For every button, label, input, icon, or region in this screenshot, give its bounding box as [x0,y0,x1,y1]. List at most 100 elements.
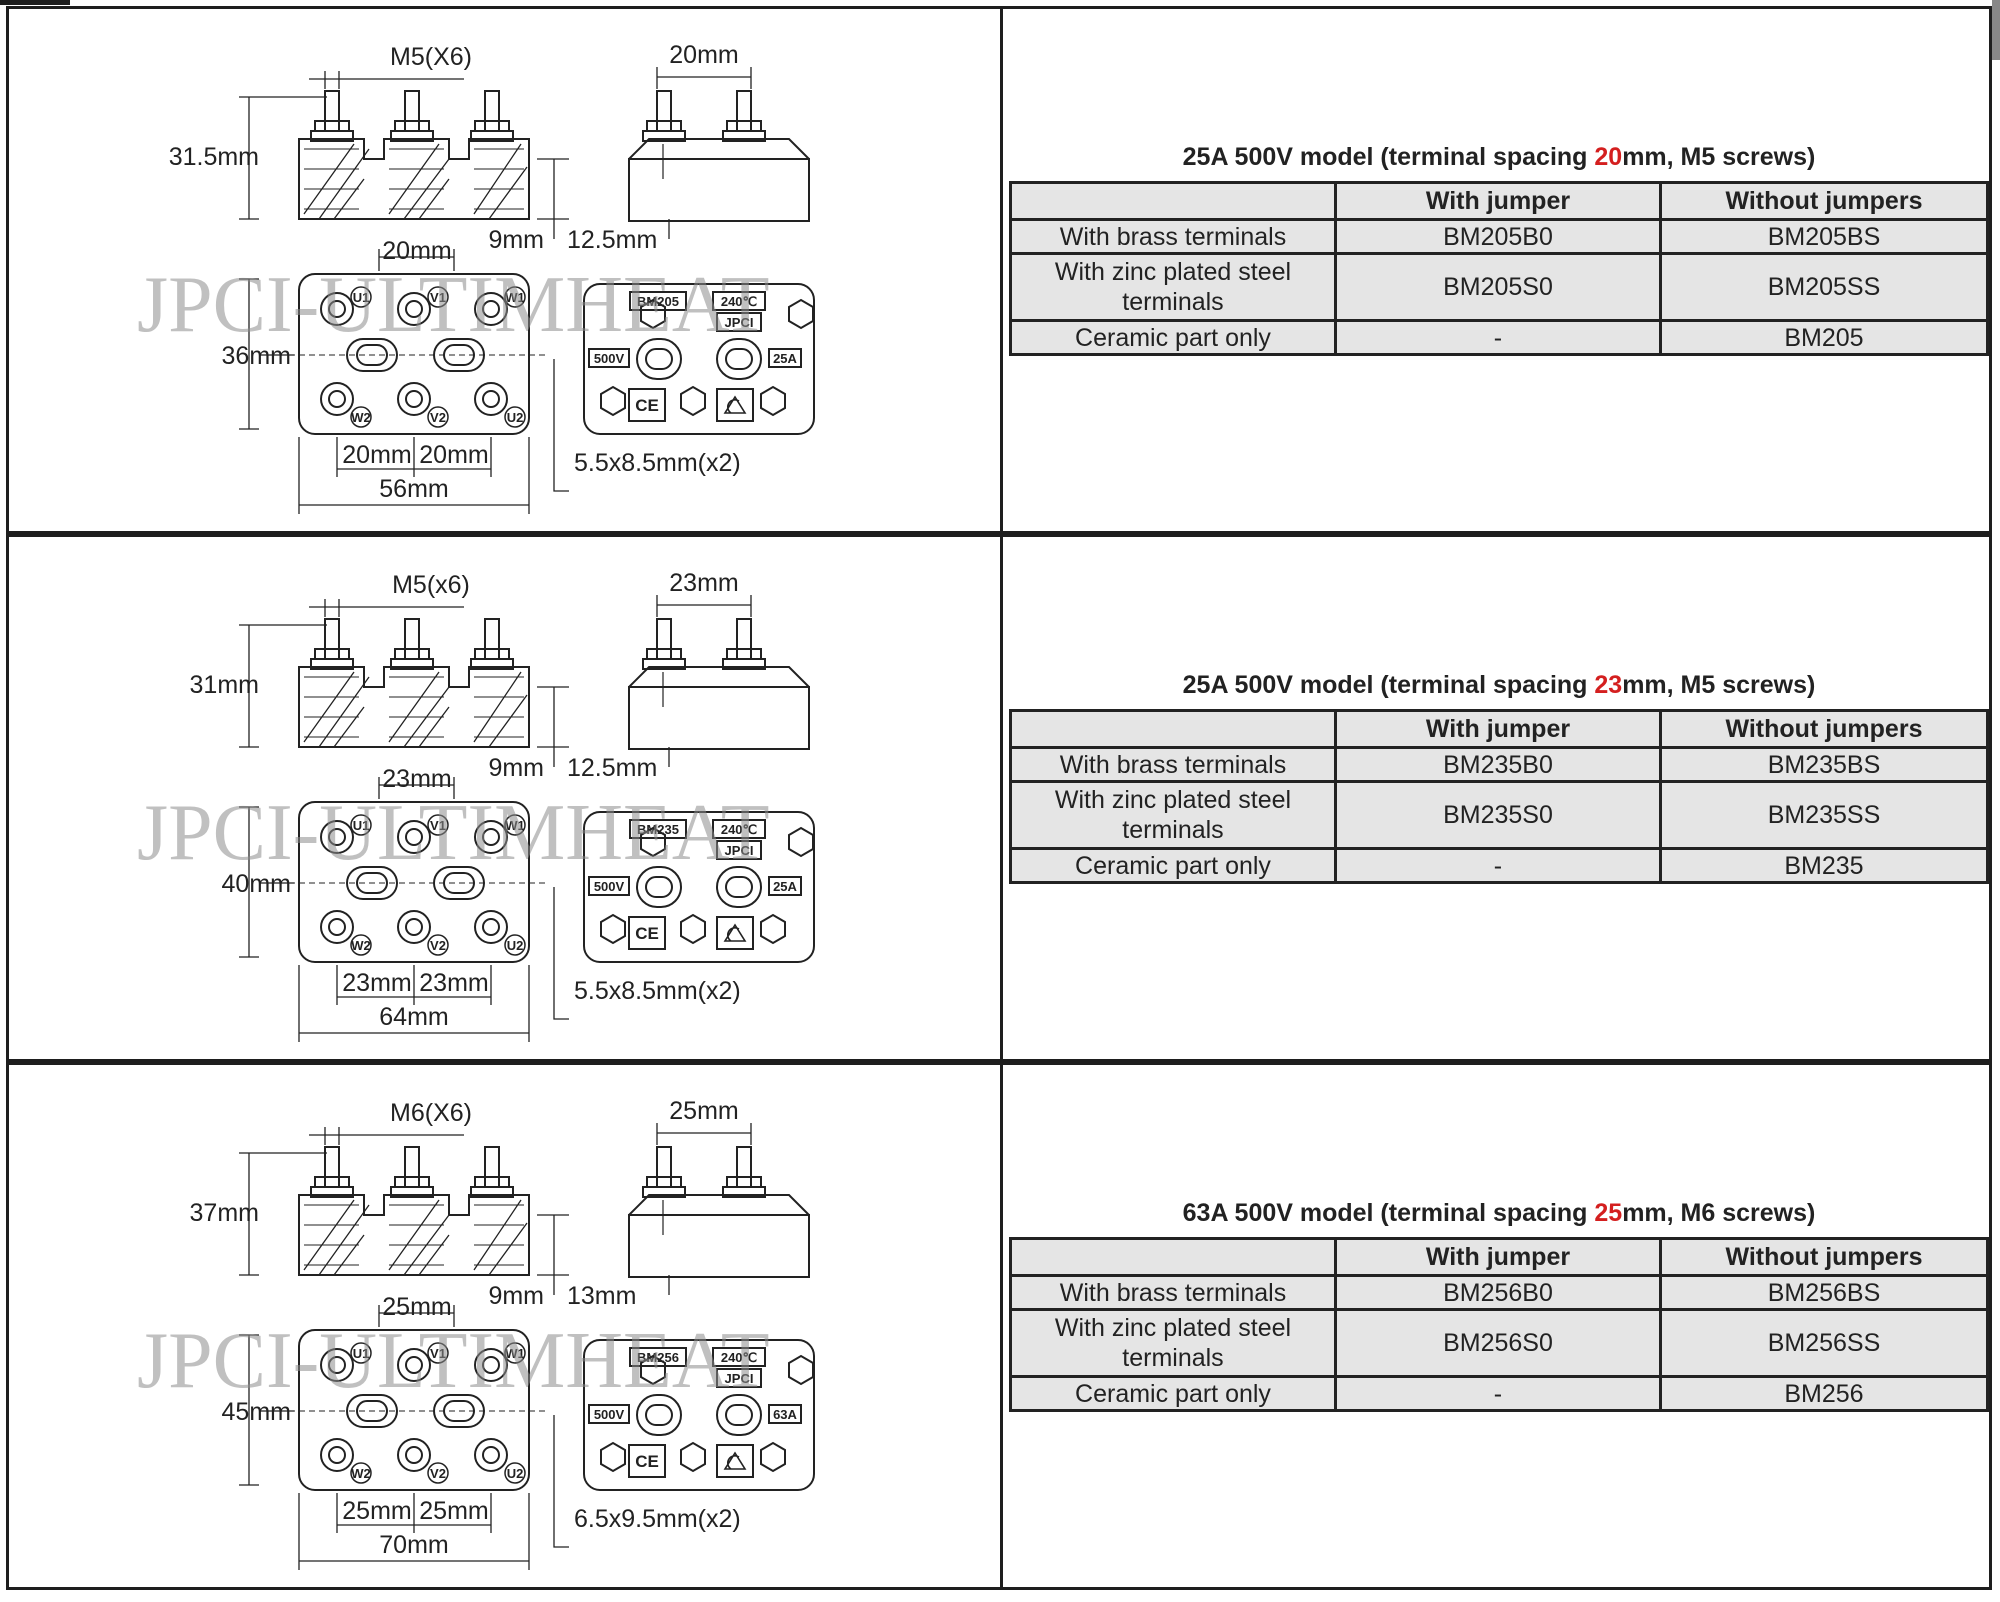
table-cell: With brass terminals [1009,746,1337,783]
table-cell: With zinc plated steel terminals [1009,252,1337,322]
dimension-drawing: U1 V1 W1 W2 V2 U2 BM235 [9,537,1003,1059]
right-side-view [628,618,810,750]
table-cell: BM235 [1658,847,1990,884]
certification-icon [723,923,747,942]
table-header-cell: Without jumpers [1658,709,1990,749]
dimension-lines [239,1123,752,1570]
current-mark: 25A [773,351,797,366]
temperature-mark: 240℃ [721,1350,757,1365]
table-cell: With zinc plated steel terminals [1009,780,1337,850]
right-edge-mark [1992,0,2000,60]
spec-title-spacing: 20 [1594,143,1623,171]
table-cell: BM256 [1658,1375,1990,1412]
product-row: U1 V1 W1 W2 V2 U2 BM205 [6,6,1992,534]
model-mark: BM235 [637,822,679,837]
pin-label: V1 [430,1346,446,1361]
pin-label: U1 [353,818,370,833]
width-label: 40mm [222,870,291,898]
dimension-drawing: U1 V1 W1 W2 V2 U2 BM205 [9,9,1003,531]
table-header-row: With jumper Without jumpers [1009,181,1990,221]
pitch-top-label: 25mm [382,1293,451,1321]
table-cell: Ceramic part only [1009,319,1337,356]
marking-face-view [583,283,815,435]
side-spacing-label: 25mm [669,1097,738,1125]
pin-label: U1 [353,1346,370,1361]
height-label: 31.5mm [169,143,259,171]
front-side-view [298,1146,530,1276]
pin-label: V2 [430,938,446,953]
table-header-cell: With jumper [1333,181,1662,221]
screw-size-label: M5(X6) [390,43,472,71]
table-cell: Ceramic part only [1009,1375,1337,1412]
pitch-left-label: 25mm [342,1497,411,1525]
table-cell: BM205SS [1658,252,1990,322]
product-row: U1 V1 W1 W2 V2 U2 BM256 [6,1062,1992,1590]
table-cell: - [1333,1375,1662,1412]
pin-label: W1 [505,290,525,305]
table-header-row: With jumper Without jumpers [1009,1237,1990,1277]
certification-icon [723,395,747,414]
dimension-labels: M6(X6) 25mm 37mm 9mm 13mm 25mm 45mm 25mm… [190,1097,741,1559]
table-cell: BM256BS [1658,1274,1990,1311]
table-row: With brass terminals BM256B0 BM256BS [1009,1274,1990,1311]
pin-labels: U1 V1 W1 W2 V2 U2 [350,1342,526,1484]
pin-label: V1 [430,290,446,305]
table-cell: - [1333,319,1662,356]
pitch-left-label: 20mm [342,441,411,469]
product-row: U1 V1 W1 W2 V2 U2 BM235 [6,534,1992,1062]
ce-mark: CE [635,1452,659,1471]
table-header-cell: Without jumpers [1658,1237,1990,1277]
spec-title-spacing: 25 [1594,1199,1623,1227]
spec-title: 25A 500V model (terminal spacing 23mm, M… [1009,671,1989,700]
watermark: JPCI-ULTIMHEAT [137,1317,770,1405]
table-cell: With brass terminals [1009,1274,1337,1311]
spec-title-suffix: mm, M6 screws) [1622,1199,1816,1227]
pin-label: W1 [505,818,525,833]
total-length-label: 64mm [379,1003,448,1031]
width-label: 36mm [222,342,291,370]
specification-panel: 25A 500V model (terminal spacing 20mm, M… [1009,9,1990,531]
dimension-lines [239,595,752,1042]
spec-title-prefix: 25A 500V model (terminal spacing [1182,671,1595,699]
right-side-view [628,1146,810,1278]
table-cell: BM205 [1658,319,1990,356]
pin-label: U2 [507,410,524,425]
temperature-mark: 240℃ [721,822,757,837]
pin-label: W2 [351,938,371,953]
height-label: 31mm [190,671,259,699]
side-height-label: 12.5mm [567,754,657,782]
spec-title-spacing: 23 [1594,671,1623,699]
pin-label: V2 [430,1466,446,1481]
table-row: Ceramic part only - BM235 [1009,847,1990,884]
table-header-row: With jumper Without jumpers [1009,709,1990,749]
table-cell: BM235SS [1658,780,1990,850]
part-number-table: With jumper Without jumpers With brass t… [1009,1237,1990,1412]
certification-icon [723,1451,747,1470]
spec-title: 63A 500V model (terminal spacing 25mm, M… [1009,1199,1989,1228]
pin-label: V2 [430,410,446,425]
terminal-block-drawing: U1 V1 W1 W2 V2 U2 BM235 [137,569,815,1042]
spec-title-prefix: 25A 500V model (terminal spacing [1182,143,1595,171]
spec-title-suffix: mm, M5 screws) [1622,143,1816,171]
top-view [289,1329,549,1491]
total-length-label: 56mm [379,475,448,503]
table-cell: BM256SS [1658,1308,1990,1378]
table-cell: BM205B0 [1333,218,1662,255]
right-side-view [628,90,810,222]
table-row: With brass terminals BM205B0 BM205BS [1009,218,1990,255]
top-view [289,801,549,963]
terminal-block-drawing: U1 V1 W1 W2 V2 U2 BM256 [137,1097,815,1570]
current-mark: 25A [773,879,797,894]
watermark: JPCI-ULTIMHEAT [137,261,770,349]
table-cell: Ceramic part only [1009,847,1337,884]
pin-label: U2 [507,938,524,953]
front-side-view [298,618,530,748]
table-header-cell [1009,181,1337,221]
table-cell: BM256B0 [1333,1274,1662,1311]
table-row: With zinc plated steel terminals BM205S0… [1009,252,1990,322]
pin-label: V1 [430,818,446,833]
table-header-cell: With jumper [1333,709,1662,749]
screw-size-label: M5(x6) [392,571,470,599]
spec-title-prefix: 63A 500V model (terminal spacing [1182,1199,1595,1227]
